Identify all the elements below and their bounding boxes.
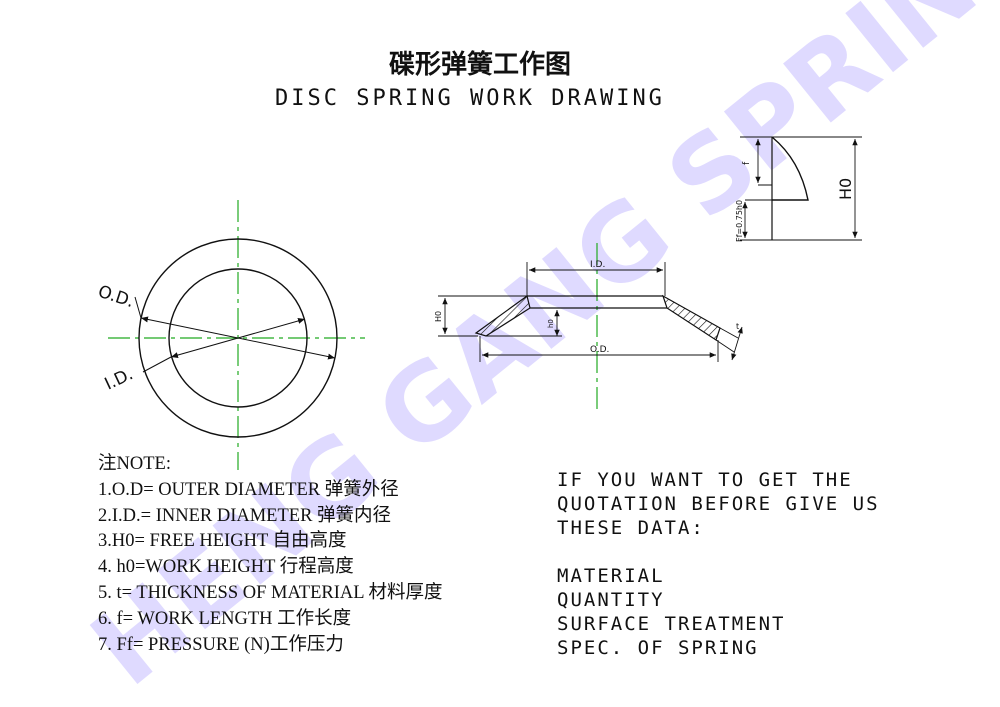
od-leader [134,296,142,319]
notes-list: 注NOTE: 1.O.D= OUTER DIAMETER 弹簧外径 2.I.D.… [98,452,442,658]
note-item: 7. Ff= PRESSURE (N)工作压力 [98,634,344,655]
note-item: 2.I.D.= INNER DIAMETER 弹簧内径 [98,505,392,526]
spacer [557,540,880,564]
request-line: IF YOU WANT TO GET THE [557,469,853,491]
load-curve: f Ff=0.75h0 H0 [735,136,862,242]
request-item: QUANTITY [557,589,665,611]
note-item: 1.O.D= OUTER DIAMETER 弹簧外径 [98,479,399,500]
section-t-label: t [736,322,739,331]
t-ext-2 [715,339,735,353]
title-english: DISC SPRING WORK DRAWING [275,86,665,111]
note-item: 5. t= THICKNESS OF MATERIAL 材料厚度 [98,582,443,603]
curve-H0-label: H0 [836,178,855,200]
id-dimension-line [170,318,306,358]
section-id-label: I.D. [590,260,605,270]
title-chinese: 碟形弹簧工作图 [388,50,571,80]
note-item: 6. f= WORK LENGTH 工作长度 [98,608,352,629]
section-H0-label: H0 [434,311,443,322]
section-h0-label: h0 [547,319,555,328]
section-view: I.D. O.D. H0 h0 t [434,243,743,412]
id-leader [142,356,172,373]
section-left-wall [474,294,531,337]
request-item: MATERIAL [557,565,665,587]
section-right-wall [661,294,721,341]
note-item: 3.H0= FREE HEIGHT 自由高度 [98,531,347,552]
section-od-label: O.D. [590,345,609,355]
request-item: SPEC. OF SPRING [557,637,759,659]
request-item: SURFACE TREATMENT [557,613,786,635]
curve-f-label: f [742,161,752,165]
outer-circle [138,238,338,438]
notes-heading: 注NOTE: [98,454,171,474]
curve-ff-label: Ff=0.75h0 [735,200,744,242]
note-item: 4. h0=WORK HEIGHT 行程高度 [98,557,354,578]
t-dim [731,326,743,361]
request-line: QUOTATION BEFORE GIVE US [557,493,880,515]
request-line: THESE DATA: [557,517,705,539]
quotation-request: IF YOU WANT TO GET THE QUOTATION BEFORE … [557,468,880,660]
top-view: O.D. I.D. [95,200,365,470]
id-label: I.D. [102,364,137,394]
curve-shape [771,136,809,201]
od-label: O.D. [95,282,136,312]
